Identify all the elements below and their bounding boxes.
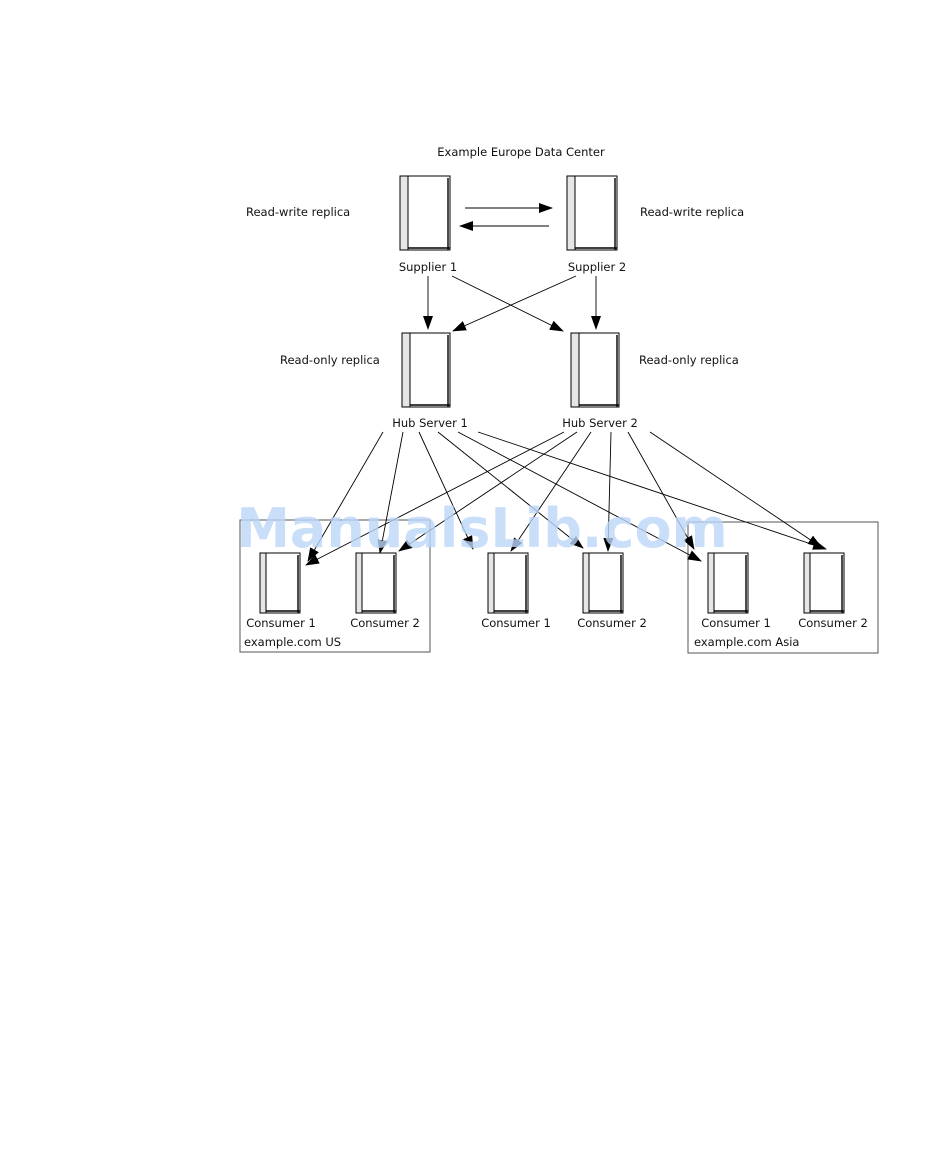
- server-icon: [488, 553, 528, 613]
- supplier1-label: Supplier 1: [399, 260, 457, 274]
- hub1-label: Hub Server 1: [392, 416, 468, 430]
- hub1-role-label: Read-only replica: [280, 353, 380, 367]
- supplier2-label: Supplier 2: [568, 260, 626, 274]
- server-icon: [708, 553, 748, 613]
- watermark: ManualsLib.com: [236, 497, 728, 560]
- supplier1-role-label: Read-write replica: [246, 205, 350, 219]
- server-icon: [804, 553, 844, 613]
- hub2-role-label: Read-only replica: [639, 353, 739, 367]
- hub2-label: Hub Server 2: [562, 416, 638, 430]
- eu-consumer1-label: Consumer 1: [481, 616, 551, 630]
- supplier2-role-label: Read-write replica: [640, 205, 744, 219]
- edge-supplier2-to-hub1: [453, 276, 576, 331]
- us-consumer2-label: Consumer 2: [350, 616, 420, 630]
- server-icon: [567, 176, 617, 250]
- us-consumer1-label: Consumer 1: [246, 616, 316, 630]
- server-icon: [402, 333, 450, 407]
- edge-supplier1-to-hub2: [452, 276, 563, 331]
- server-icon: [583, 553, 623, 613]
- server-icon: [356, 553, 396, 613]
- server-icon: [571, 333, 619, 407]
- diagram-title: Example Europe Data Center: [437, 145, 605, 159]
- group-label-asia: example.com Asia: [694, 635, 799, 649]
- group-label-us: example.com US: [244, 635, 341, 649]
- server-icon: [400, 176, 450, 250]
- asia-consumer2-label: Consumer 2: [798, 616, 868, 630]
- server-icon: [260, 553, 300, 613]
- eu-consumer2-label: Consumer 2: [577, 616, 647, 630]
- asia-consumer1-label: Consumer 1: [701, 616, 771, 630]
